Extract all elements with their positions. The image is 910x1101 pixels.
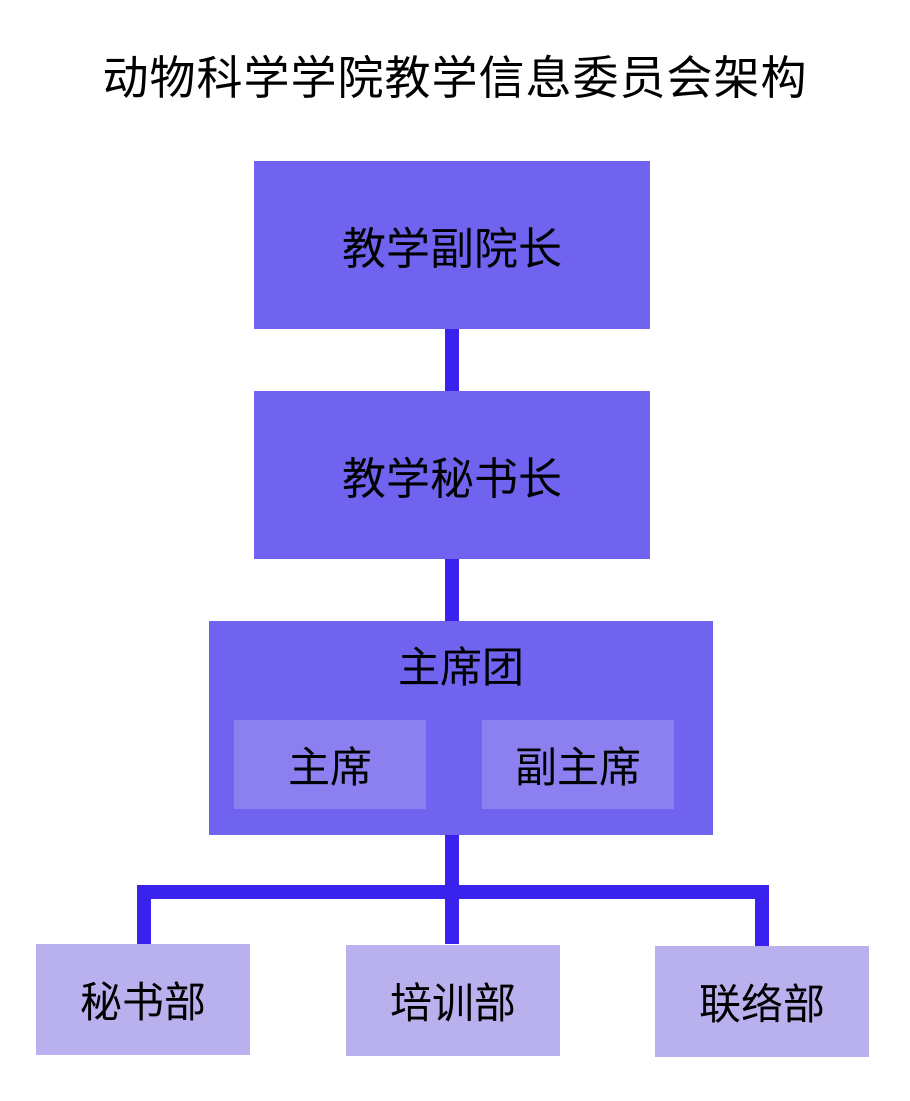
node-secretary-general: 教学秘书长: [254, 391, 650, 559]
connector-vice-dean-to-secretary: [445, 328, 459, 392]
node-dept-training: 培训部: [346, 945, 560, 1056]
node-dept-liaison-label: 联络部: [698, 980, 825, 1029]
node-dept-secretariat-label: 秘书部: [79, 978, 206, 1027]
node-vice-chair: 副主席: [482, 720, 674, 809]
node-vice-chair-label: 副主席: [514, 743, 641, 792]
node-vice-dean-label: 教学副院长: [342, 224, 562, 275]
node-vice-dean: 教学副院长: [254, 161, 650, 329]
node-dept-liaison: 联络部: [655, 946, 869, 1057]
node-dept-training-label: 培训部: [389, 979, 516, 1028]
node-chair-label: 主席: [287, 743, 372, 792]
connector-horizontal-bus: [137, 885, 769, 899]
node-chair: 主席: [234, 720, 426, 809]
node-dept-secretariat: 秘书部: [36, 944, 250, 1055]
connector-secretary-to-presidium: [445, 558, 459, 622]
connector-to-dept-right: [755, 885, 769, 947]
diagram-title: 动物科学学院教学信息委员会架构: [102, 51, 808, 105]
node-secretary-general-label: 教学秘书长: [342, 454, 562, 505]
node-presidium-label: 主席团: [397, 643, 524, 692]
connector-to-dept-left: [137, 885, 151, 945]
